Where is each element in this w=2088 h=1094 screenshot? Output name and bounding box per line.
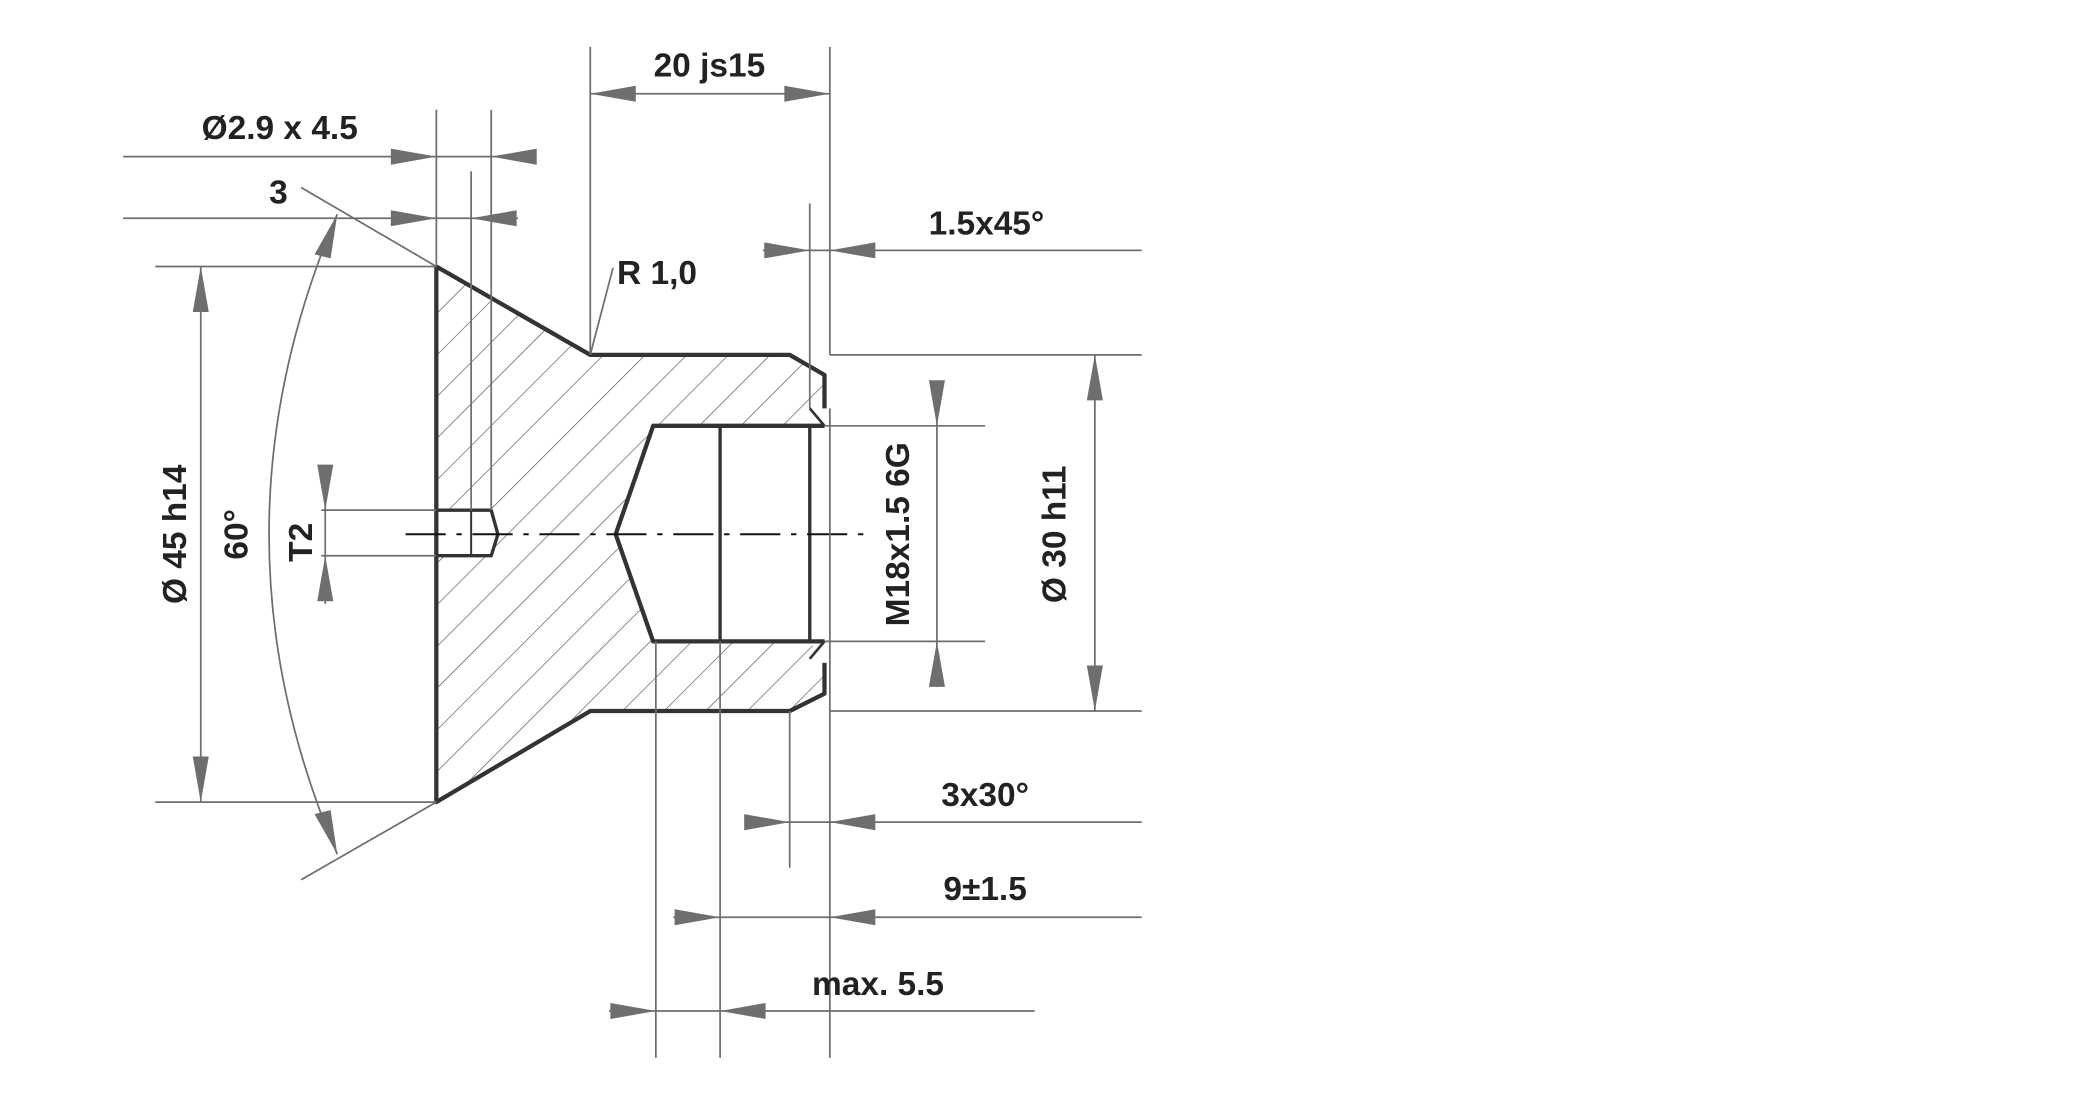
label-max-depth: max. 5.5 <box>812 966 944 1003</box>
label-chamfer-top: 1.5x45° <box>929 205 1045 242</box>
section-hatch <box>436 266 825 803</box>
label-thread-depth: 9±1.5 <box>943 871 1026 908</box>
label-hole: Ø2.9 x 4.5 <box>202 110 358 147</box>
arrowheads <box>192 85 1103 1020</box>
label-dia30: Ø 30 h11 <box>1036 465 1073 603</box>
label-thread: M18x1.5 6G <box>880 442 917 626</box>
label-chamfer-bottom: 3x30° <box>941 777 1029 814</box>
label-t2: T2 <box>283 523 320 562</box>
label-three: 3 <box>269 175 288 212</box>
label-angle: 60° <box>219 509 256 560</box>
label-radius: R 1,0 <box>617 255 697 292</box>
label-dia45: Ø 45 h14 <box>157 464 194 604</box>
label-width: 20 js15 <box>654 47 766 84</box>
